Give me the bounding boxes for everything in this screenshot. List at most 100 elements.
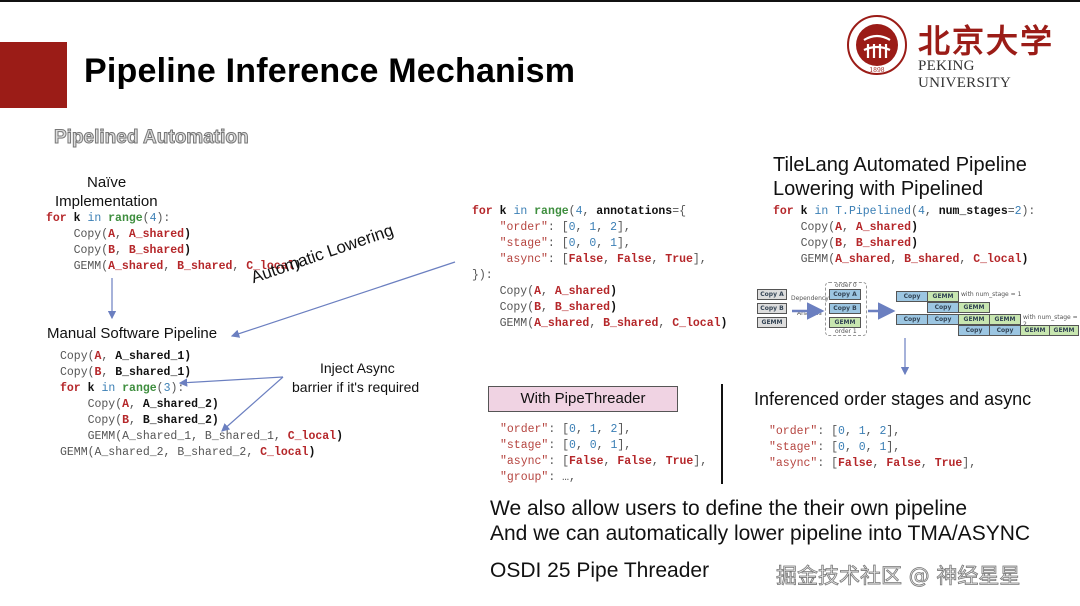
inject-async-line1: Inject Async: [320, 360, 395, 376]
code-token: 1: [858, 425, 866, 438]
code-token: : [: [817, 441, 839, 454]
vertical-divider: [721, 384, 723, 484]
code-token: "stage": [500, 439, 549, 452]
code-token: for: [46, 212, 67, 225]
code-token: B: [108, 244, 116, 257]
code-token: ],: [616, 237, 631, 250]
code-token: A: [835, 221, 843, 234]
code-token: ,: [129, 414, 143, 427]
code-token: (: [142, 212, 150, 225]
code-token: ):: [1021, 205, 1036, 218]
code-line: Copy(A, A_shared): [472, 284, 727, 300]
code-line: "group": …,: [500, 470, 707, 486]
code-token: B_shared: [554, 301, 611, 314]
code-token: ): [1021, 253, 1029, 266]
code-token: 0: [838, 425, 845, 438]
code-token: ,: [163, 260, 178, 273]
code-token: False: [617, 455, 652, 468]
code-token: False: [616, 253, 652, 266]
code-token: ,: [872, 457, 887, 470]
footer-line2: And we can automatically lower pipeline …: [490, 522, 1031, 545]
code-line: "stage": [0, 0, 1],: [472, 236, 727, 252]
code-token: C_local: [246, 260, 295, 273]
code-token: : [: [547, 237, 569, 250]
code-token: (: [568, 205, 576, 218]
code-token: : [: [548, 423, 570, 436]
code-token: A_shared: [108, 260, 164, 273]
code-token: GEMM(: [773, 253, 836, 266]
code-token: ,: [842, 237, 856, 250]
code-token: C_local: [973, 253, 1022, 266]
code-token: for: [60, 382, 81, 395]
code-token: B: [122, 414, 130, 427]
code-token: ],: [692, 253, 707, 266]
code-token: ): [911, 221, 918, 234]
code-token: 4: [917, 205, 925, 218]
grouped-gemm: GEMM: [829, 317, 861, 328]
code-token: Copy(: [60, 366, 95, 379]
code-token: "order": [769, 425, 818, 438]
code-token: ],: [962, 457, 977, 470]
diagram-input-copy-b: Copy B: [757, 303, 787, 314]
code-token: =: [1007, 205, 1015, 218]
code-line: Copy(B, B_shared): [773, 236, 1035, 252]
code-token: ,: [603, 253, 617, 266]
code-token: ,: [129, 398, 143, 411]
annotated-loop-code-block: for k in range(4, annotations={ "order":…: [472, 204, 727, 332]
grouped-copy-b: Copy B: [829, 303, 861, 314]
code-token: ,: [924, 205, 939, 218]
peking-university-logo: 1898 北京大学 PEKING UNIVERSITY: [846, 14, 1066, 91]
code-token: A_shared_2): [142, 398, 219, 411]
code-token: False: [886, 457, 921, 470]
order1-label: order 1: [835, 328, 857, 335]
code-line: Copy(B, B_shared): [46, 243, 301, 259]
code-token: Copy(: [472, 301, 535, 314]
code-token: C_local: [260, 446, 309, 459]
code-token: 1: [610, 439, 618, 452]
s1-gemm: GEMM: [927, 291, 959, 302]
code-token: ,: [101, 366, 116, 379]
code-token: 2: [610, 221, 617, 234]
s2-gemm-4: GEMM: [1049, 325, 1079, 336]
code-token: A_shared: [835, 253, 891, 266]
code-token: ,: [541, 285, 555, 298]
grouped-copy-a: Copy A: [829, 289, 861, 300]
code-token: range: [108, 212, 143, 225]
code-line: "async": [False, False, True],: [500, 454, 707, 470]
code-token: 0: [568, 221, 576, 234]
inject-arrow-lower: [221, 376, 284, 432]
watermark: 掘金技术社区 @ 神经星星: [776, 564, 1021, 589]
footer-line3: OSDI 25 Pipe Threader: [490, 559, 710, 582]
code-token: B_shared_1): [115, 366, 192, 379]
diagram-input-copy-a: Copy A: [757, 289, 787, 300]
code-token: : [: [817, 457, 839, 470]
code-token: GEMM(A_shared_1, B_shared_1,: [60, 430, 288, 443]
code-token: ,: [842, 221, 856, 234]
code-token: A_shared: [855, 221, 912, 234]
code-token: A: [534, 285, 542, 298]
code-token: B_shared: [904, 253, 960, 266]
code-token: 1: [589, 221, 597, 234]
code-token: ,: [115, 244, 129, 257]
code-token: A: [94, 350, 102, 363]
code-token: in: [513, 205, 528, 218]
code-token: A_shared: [554, 285, 611, 298]
code-token: GEMM(: [46, 260, 109, 273]
code-token: 0: [589, 439, 597, 452]
code-line: Copy(B, B_shared): [472, 300, 727, 316]
code-token: False: [569, 455, 604, 468]
code-token: ,: [596, 423, 611, 436]
inferenced-label: Inferenced order stages and async: [754, 389, 1032, 409]
naive-label-line1: Naïve: [87, 174, 127, 191]
code-token: "stage": [499, 237, 548, 250]
code-line: GEMM(A_shared, B_shared, C_local): [472, 316, 728, 332]
code-token: ): [308, 446, 316, 459]
code-token: B_shared: [128, 244, 185, 257]
code-token: A: [108, 228, 116, 241]
code-token: ): [610, 285, 617, 298]
code-token: GEMM(A_shared_2, B_shared_2,: [60, 446, 261, 459]
code-token: 4: [575, 205, 583, 218]
code-token: ,: [959, 253, 974, 266]
code-token: 0: [568, 237, 576, 250]
pku-seal-icon: 1898: [847, 15, 907, 75]
